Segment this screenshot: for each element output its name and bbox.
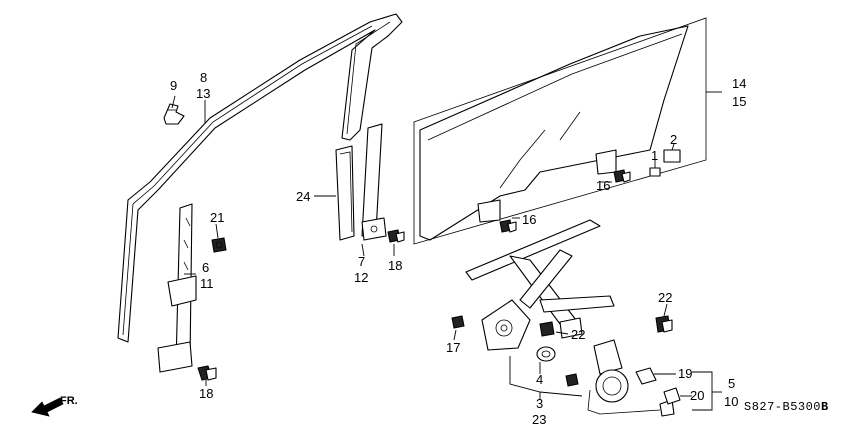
bolt-22-left[interactable] (539, 321, 555, 337)
leader-lines (171, 91, 722, 411)
callout-12: 12 (354, 270, 368, 285)
bolt-18-upper[interactable] (387, 229, 405, 243)
glass-holder-rear[interactable] (595, 149, 617, 175)
run-channel-24[interactable] (335, 145, 355, 241)
bolt-18-lower[interactable] (197, 365, 217, 381)
callout-8: 8 (200, 70, 207, 85)
callout-6: 6 (202, 260, 209, 275)
diagram-code: S827-B5300B (744, 400, 829, 414)
bolt-16-rear[interactable] (613, 169, 631, 183)
nut-21[interactable] (211, 237, 227, 253)
callout-17: 17 (446, 340, 460, 355)
callout-5: 5 (728, 376, 735, 391)
bolt-regulator-lower[interactable] (565, 373, 579, 387)
connector-20[interactable] (663, 387, 681, 405)
door-glass[interactable] (419, 25, 689, 241)
callout-4: 4 (536, 372, 543, 387)
callout-18-lower: 18 (199, 386, 213, 401)
label-1[interactable] (649, 167, 661, 177)
callout-19: 19 (678, 366, 692, 381)
callout-22-right: 22 (658, 290, 672, 305)
callout-15: 15 (732, 94, 746, 109)
callout-18-upper: 18 (388, 258, 402, 273)
diagram-code-suffix: B (821, 400, 829, 414)
glass-frame-outline (413, 17, 707, 245)
callout-21: 21 (210, 210, 224, 225)
callout-16-rear: 16 (596, 178, 610, 193)
front-direction-label: FR. (60, 395, 78, 407)
connector-19[interactable] (635, 367, 657, 385)
bolt-17[interactable] (451, 315, 465, 329)
door-sash-channel[interactable] (117, 13, 403, 343)
diagram-code-main: S827-B5300 (744, 400, 821, 414)
callout-1: 1 (651, 148, 658, 163)
callout-20: 20 (690, 388, 704, 403)
window-regulator[interactable] (465, 219, 615, 351)
callout-9: 9 (170, 78, 177, 93)
callout-11: 11 (200, 276, 214, 291)
center-channel-7-12[interactable] (361, 123, 387, 241)
callout-16-front: 16 (522, 212, 536, 227)
glass-holder-front[interactable] (477, 199, 501, 223)
callout-2: 2 (670, 132, 677, 147)
callout-14: 14 (732, 76, 746, 91)
callout-7: 7 (358, 254, 365, 269)
callout-22-left: 22 (571, 327, 585, 342)
bolt-16-front[interactable] (499, 219, 517, 233)
clip-9[interactable] (163, 103, 185, 125)
callout-3: 3 (536, 396, 543, 411)
window-motor[interactable] (587, 339, 675, 417)
callout-13: 13 (196, 86, 210, 101)
label-2[interactable] (663, 149, 681, 163)
rear-channel-6-11[interactable] (157, 203, 197, 373)
front-direction-arrow: FR. (31, 395, 78, 417)
roller-4[interactable] (536, 346, 556, 362)
callout-24: 24 (296, 189, 310, 204)
bolt-22-right[interactable] (655, 315, 673, 333)
callout-23: 23 (532, 412, 546, 427)
callout-10: 10 (724, 394, 738, 409)
